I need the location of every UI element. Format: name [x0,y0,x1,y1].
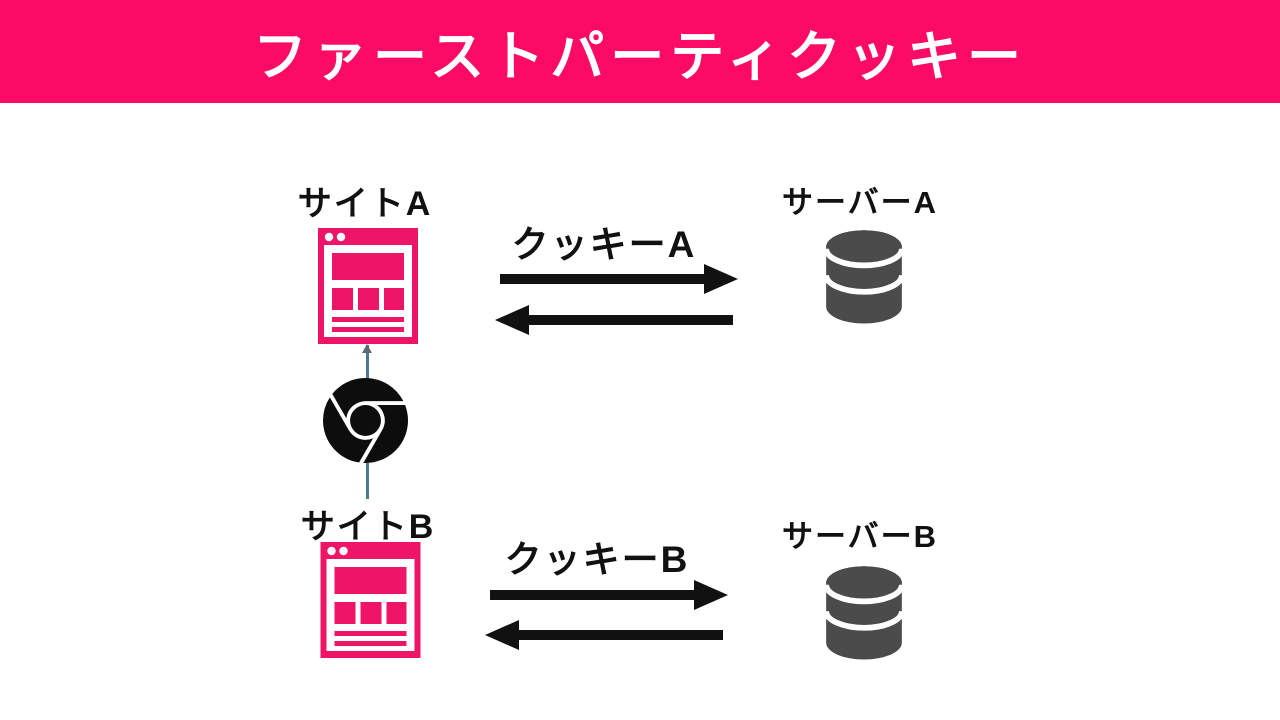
site-b-label: サイトB [300,508,436,546]
server-b-label: サーバーB [781,519,939,554]
browser-window-icon [320,542,421,658]
connector-arrowhead-icon [362,344,372,353]
server-a-label: サーバーA [781,185,939,220]
chrome-browser-icon [323,378,408,463]
cookie-b-label: クッキーB [504,539,690,580]
site-a-label: サイトA [297,185,433,223]
connector-line-site-a [362,344,372,379]
arrow-left-icon [485,615,723,655]
arrow-right-icon [500,259,738,299]
browser-window-icon [318,228,418,344]
title-banner: ファーストパーティクッキー [0,0,1280,103]
connector-line-site-b [366,463,369,499]
page-title: ファーストパーティクッキー [252,27,1028,87]
arrow-left-icon [495,300,733,340]
arrow-right-icon [490,575,728,615]
cookie-a-label: クッキーA [511,224,697,265]
database-icon [823,230,905,324]
database-icon [823,566,905,660]
